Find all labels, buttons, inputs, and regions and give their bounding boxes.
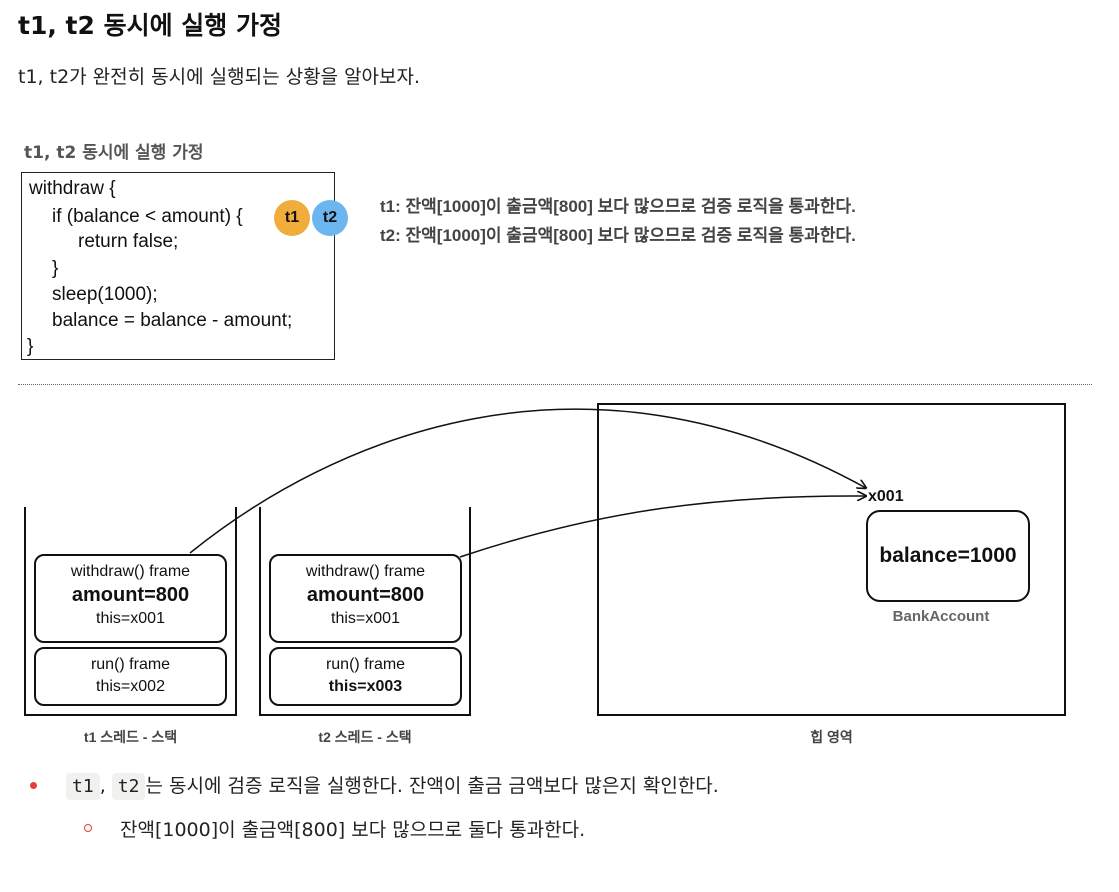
t1-badge: t1 [274, 200, 310, 236]
frame-amount: amount=800 [306, 584, 425, 606]
heap-area [597, 403, 1066, 716]
code-line-4: } [52, 258, 59, 279]
bullet-separator: , [99, 775, 106, 797]
t2-note: t2: 잔액[1000]이 출금액[800] 보다 많으므로 검증 로직을 통과… [380, 226, 856, 245]
code-line-3: return false; [78, 231, 179, 252]
object-class-name: BankAccount [892, 608, 990, 625]
divider [18, 384, 1092, 385]
code-line-6: balance = balance - amount; [52, 310, 293, 331]
t1-withdraw-frame: withdraw() frame amount=800 this=x001 [34, 554, 227, 643]
bullet-dot [30, 782, 37, 789]
t1-stack: withdraw() frame amount=800 this=x001 ru… [24, 507, 237, 716]
frame-this: this=x001 [96, 610, 165, 627]
frame-name: run() frame [90, 656, 171, 673]
page-title: t1, t2 동시에 실행 가정 [18, 11, 283, 40]
t2-withdraw-frame: withdraw() frame amount=800 this=x001 [269, 554, 462, 643]
t1-note: t1: 잔액[1000]이 출금액[800] 보다 많으므로 검증 로직을 통과… [380, 197, 856, 216]
bullet-main-text: 는 동시에 검증 로직을 실행한다. 잔액이 출금 금액보다 많은지 확인한다. [145, 775, 719, 797]
t2-stack: withdraw() frame amount=800 this=x001 ru… [259, 507, 471, 716]
code-line-1: withdraw { [29, 178, 116, 199]
heap-caption: 힙 영역 [810, 729, 853, 745]
code-box: withdraw { if (balance < amount) { retur… [21, 172, 348, 360]
frame-this: this=x003 [328, 678, 403, 695]
t1-stack-caption: t1 스레드 - 스택 [83, 729, 178, 745]
code-line-5: sleep(1000); [52, 284, 158, 305]
frame-amount: amount=800 [71, 584, 190, 606]
inline-code-t1: t1 [66, 773, 100, 800]
object-balance: balance=1000 [879, 544, 1017, 567]
frame-this: this=x001 [331, 610, 400, 627]
frame-name: withdraw() frame [70, 563, 191, 580]
bank-account-object: balance=1000 [866, 510, 1030, 602]
code-line-7: } [27, 336, 34, 357]
t2-reference-arrow [459, 496, 866, 558]
figure-caption: t1, t2 동시에 실행 가정 [24, 143, 204, 163]
sub-bullet-ring [84, 824, 92, 832]
t1-reference-arrow [189, 408, 866, 554]
frame-name: run() frame [325, 656, 406, 673]
t2-stack-caption: t2 스레드 - 스택 [318, 729, 412, 745]
inline-code-t2: t2 [111, 773, 146, 800]
bullet-sub: 잔액[1000]이 출금액[800] 보다 많으므로 둘다 통과한다. [120, 819, 586, 841]
t2-run-frame: run() frame this=x003 [269, 647, 462, 706]
frame-name: withdraw() frame [305, 563, 426, 580]
code-line-2: if (balance < amount) { [52, 206, 243, 227]
object-address: x001 [868, 488, 904, 505]
intro-text: t1, t2가 완전히 동시에 실행되는 상황을 알아보자. [18, 66, 421, 88]
t1-run-frame: run() frame this=x002 [34, 647, 227, 706]
frame-this: this=x002 [96, 678, 165, 695]
t2-badge: t2 [312, 200, 348, 236]
